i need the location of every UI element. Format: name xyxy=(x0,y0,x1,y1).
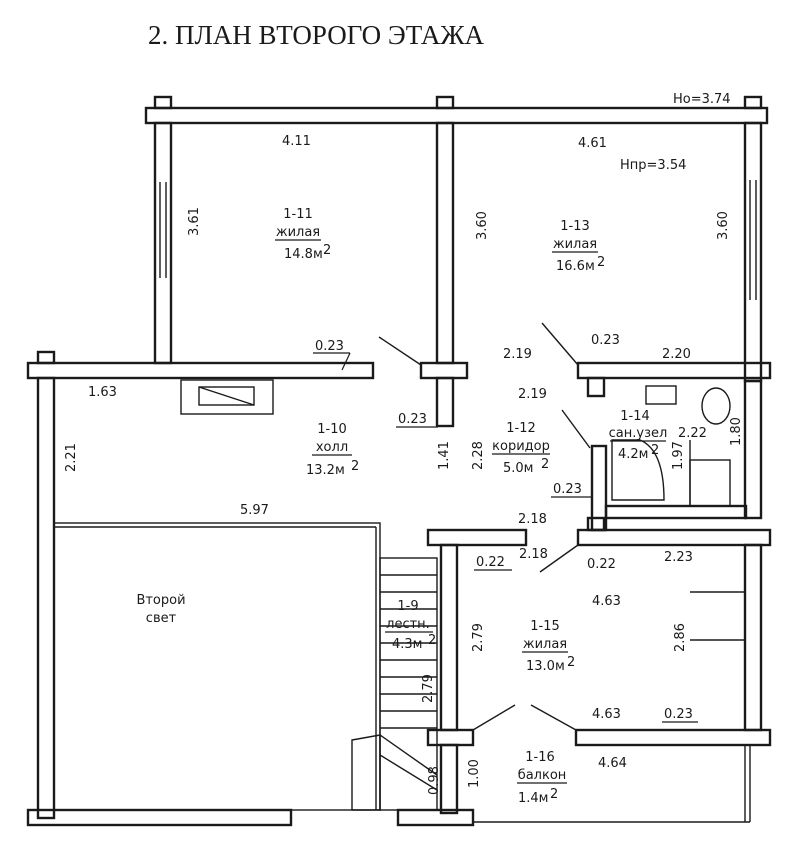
room-area: 16.6м xyxy=(556,259,595,274)
dim-label: 0.23 xyxy=(398,412,427,427)
dim-label: 4.63 xyxy=(592,707,621,722)
dim-label: 2.18 xyxy=(518,512,547,527)
room-name: лестн. xyxy=(386,617,430,632)
dim-label: 0.23 xyxy=(553,482,582,497)
second-light-void xyxy=(53,522,381,811)
room-1-11-label: 1-11 жилая 14.8м 2 xyxy=(275,207,331,262)
room-area: 4.3м xyxy=(392,637,422,652)
dim-label: 2.79 xyxy=(421,674,436,703)
room-id: 1-11 xyxy=(283,207,313,222)
dim-label: 4.11 xyxy=(282,134,311,149)
walls xyxy=(26,95,772,827)
room-area-unit-power: 2 xyxy=(323,243,331,258)
dim-label: 0.98 xyxy=(427,766,442,795)
dim-label: 1.41 xyxy=(437,441,452,470)
room-area-unit-power: 2 xyxy=(651,443,659,458)
dim-label: 2.19 xyxy=(518,387,547,402)
room-id: 1-14 xyxy=(620,409,650,424)
dim-label: 2.20 xyxy=(662,347,691,362)
dim-label: 4.64 xyxy=(598,756,627,771)
room-1-14-label: 1-14 сан.узел 4.2м 2 xyxy=(609,409,668,462)
room-area-unit-power: 2 xyxy=(597,255,605,270)
room-area-unit-power: 2 xyxy=(550,787,558,802)
room-id: 1-10 xyxy=(317,422,347,437)
staircase xyxy=(351,557,438,811)
room-1-9-label: 1-9 лестн. 4.3м 2 xyxy=(385,599,436,652)
dim-label: 2.79 xyxy=(471,623,486,652)
room-name: жилая xyxy=(553,237,597,252)
room-area: 5.0м xyxy=(503,461,533,476)
dim-label: 3.60 xyxy=(475,211,490,240)
room-area-unit-power: 2 xyxy=(541,457,549,472)
room-1-12-label: 1-12 коридор 5.0м 2 xyxy=(492,421,550,476)
room-area: 13.2м xyxy=(306,463,345,478)
dim-label: 2.86 xyxy=(673,623,688,652)
room-1-13-label: 1-13 жилая 16.6м 2 xyxy=(552,219,605,274)
dim-label: 2.18 xyxy=(519,547,548,562)
room-id: 1-16 xyxy=(525,750,555,765)
dim-label: 0.22 xyxy=(587,557,616,572)
plan-title: 2. ПЛАН ВТОРОГО ЭТАЖА xyxy=(148,20,485,50)
room-id: 1-9 xyxy=(397,599,418,614)
dim-label: 3.60 xyxy=(716,211,731,240)
second-light-line1: Второй xyxy=(136,593,185,608)
room-name: сан.узел xyxy=(609,426,668,441)
room-1-16-label: 1-16 балкон 1.4м 2 xyxy=(517,750,567,806)
room-area-unit-power: 2 xyxy=(351,459,359,474)
room-id: 1-15 xyxy=(530,619,560,634)
dim-label: 2.28 xyxy=(471,441,486,470)
second-light-line2: свет xyxy=(146,611,177,626)
doors xyxy=(378,322,745,731)
room-id: 1-12 xyxy=(506,421,536,436)
dim-label: 0.22 xyxy=(476,555,505,570)
dim-label: 2.21 xyxy=(64,443,79,472)
second-light-label: Второй свет xyxy=(136,593,185,626)
dim-label: 2.22 xyxy=(678,426,707,441)
dim-label: 3.61 xyxy=(187,207,202,236)
floor-level-mark: Hо=3.74 xyxy=(673,92,731,107)
dim-label: 0.23 xyxy=(664,707,693,722)
dim-label: 1.80 xyxy=(729,417,744,446)
dim-label: 1.63 xyxy=(88,385,117,400)
room-name: балкон xyxy=(518,768,567,783)
room-id: 1-13 xyxy=(560,219,590,234)
dim-label: 4.63 xyxy=(592,594,621,609)
dim-label: 2.23 xyxy=(664,550,693,565)
room-name: жилая xyxy=(523,637,567,652)
dim-label: 5.97 xyxy=(240,503,269,518)
room-area: 14.8м xyxy=(284,247,323,262)
dim-label: 1.97 xyxy=(671,441,686,470)
dim-label: 4.61 xyxy=(578,136,607,151)
room-name: коридор xyxy=(492,439,550,454)
dim-label: 1.00 xyxy=(467,759,482,788)
room-name: жилая xyxy=(276,225,320,240)
fireplace xyxy=(180,379,274,415)
dim-label: 2.19 xyxy=(503,347,532,362)
room-area: 13.0м xyxy=(526,659,565,674)
room-area-unit-power: 2 xyxy=(428,633,436,648)
room-area: 1.4м xyxy=(518,791,548,806)
dimension-labels: 4.11 3.61 3.60 4.61 3.60 0.23 2.19 0.23 … xyxy=(64,134,744,795)
dim-label: 0.23 xyxy=(315,339,344,354)
room-name: холл xyxy=(316,440,348,455)
dim-label: 0.23 xyxy=(591,333,620,348)
room-1-10-label: 1-10 холл 13.2м 2 xyxy=(306,422,359,478)
ceiling-level-mark: Нпр=3.54 xyxy=(620,158,686,173)
room-1-15-label: 1-15 жилая 13.0м 2 xyxy=(522,619,575,674)
room-area-unit-power: 2 xyxy=(567,655,575,670)
room-area: 4.2м xyxy=(618,447,648,462)
